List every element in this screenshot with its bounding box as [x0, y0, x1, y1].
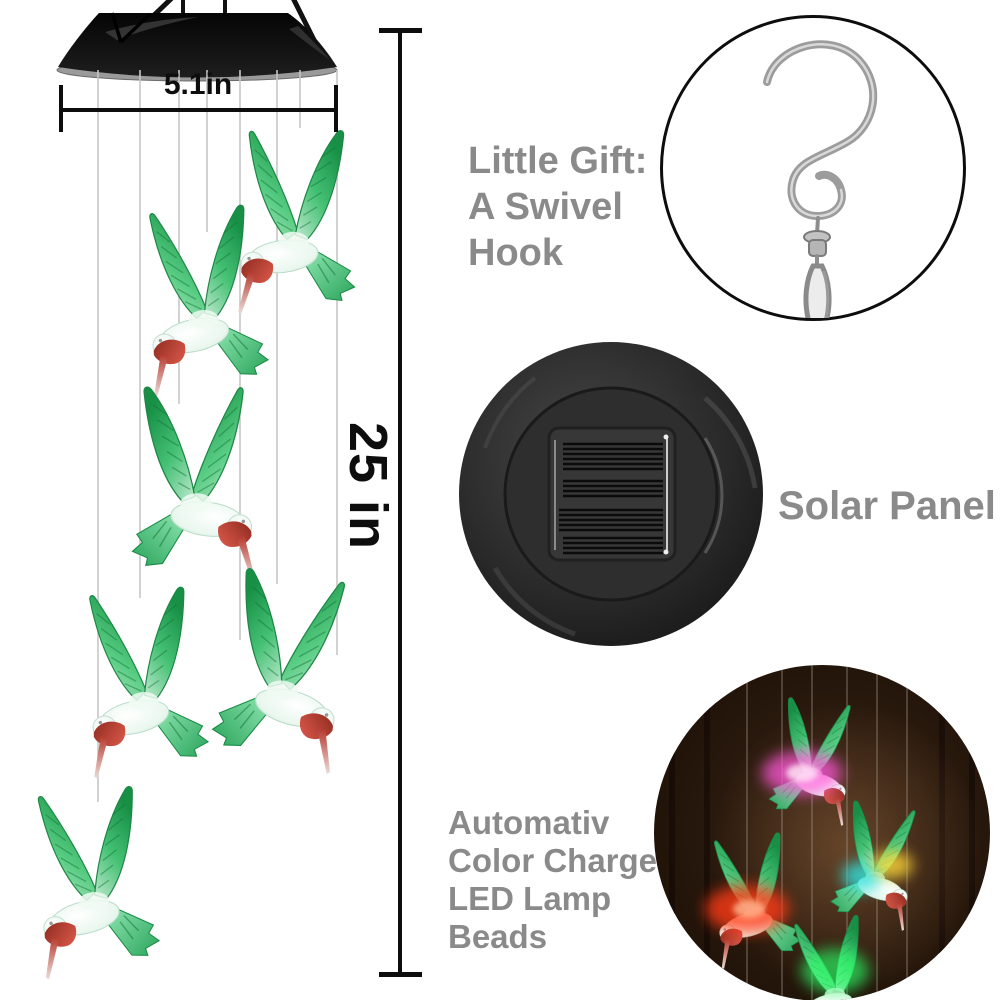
- swivel-hook-circle: [660, 15, 966, 321]
- hummingbird-figure: [87, 585, 210, 780]
- height-measure-tick-top: [379, 28, 422, 33]
- swivel-hook-icon: [763, 40, 878, 318]
- height-measure-tick-bottom: [379, 972, 422, 977]
- gift-line: Hook: [468, 232, 563, 274]
- width-measure-tick-right: [334, 85, 338, 132]
- height-dimension-label: 25 in: [338, 421, 398, 551]
- gift-line: Little Gift:: [468, 140, 648, 182]
- width-measure-line: [60, 108, 337, 112]
- height-measure-line: [398, 30, 402, 977]
- hummingbird-figure: [123, 381, 256, 587]
- width-dimension-label: 5.1in: [163, 68, 233, 101]
- led-line: Beads: [448, 918, 548, 955]
- led-line: Color Charge: [448, 842, 658, 879]
- gift-line: A Swivel: [468, 186, 623, 228]
- led-line: LED Lamp: [448, 880, 612, 917]
- width-measure-tick-left: [59, 85, 63, 132]
- hummingbird-figure: [35, 784, 162, 981]
- led-line: Automativ: [448, 804, 610, 841]
- led-callout-text: Automativ Color Charge LED Lamp Beads: [448, 804, 657, 956]
- solar-lid-cone: [56, 12, 338, 82]
- led-hummingbirds-photo: [654, 665, 990, 1000]
- solar-panel-icon: [459, 342, 763, 646]
- wind-chime-illustration: [35, 0, 364, 981]
- solar-callout-text: Solar Panel: [778, 484, 996, 528]
- hummingbird-figure: [208, 565, 348, 776]
- led-glows: [705, 751, 913, 993]
- gift-callout-text: Little Gift: A Swivel Hook: [468, 138, 647, 276]
- hummingbird-figure: [237, 125, 364, 321]
- hummingbird-figure: [147, 203, 270, 398]
